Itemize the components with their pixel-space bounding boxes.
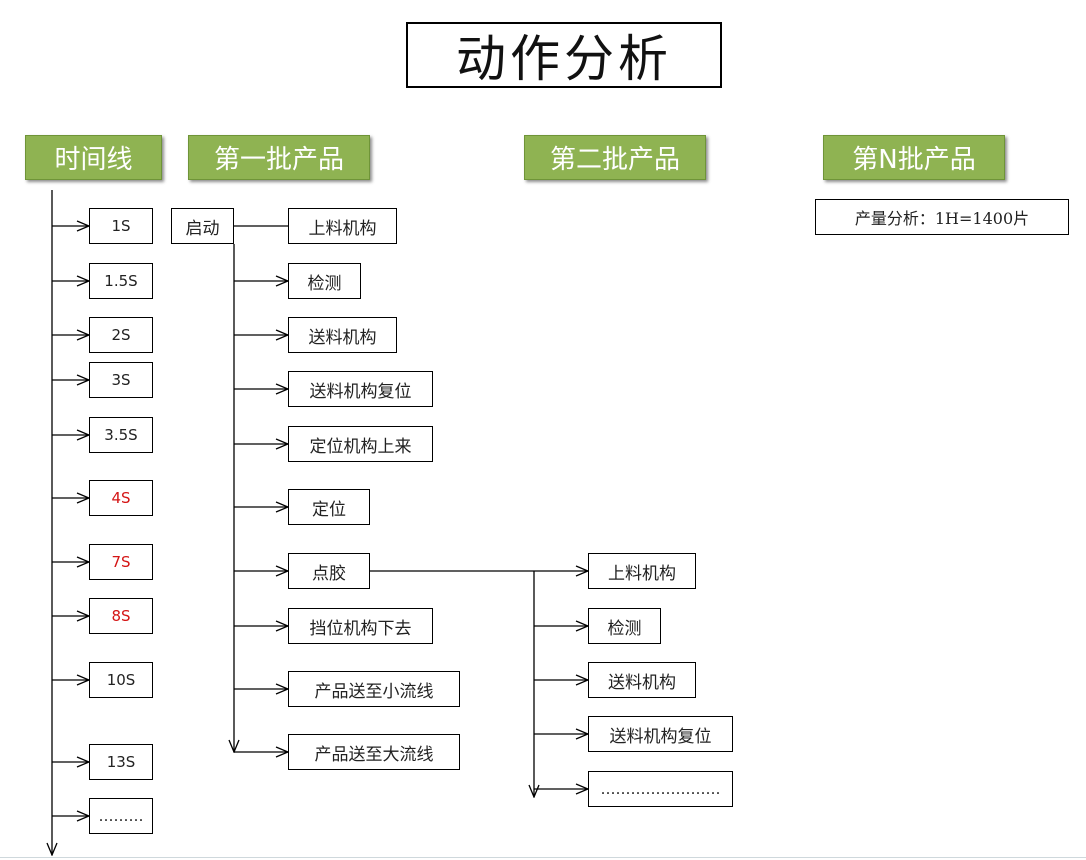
time-box: 2S bbox=[89, 317, 153, 353]
batch2-header: 第二批产品 bbox=[524, 135, 706, 180]
step-box: 点胶 bbox=[288, 553, 370, 589]
step-box: 产品送至小流线 bbox=[288, 671, 460, 707]
step-box: 挡位机构下去 bbox=[288, 608, 433, 644]
time-box: 1S bbox=[89, 208, 153, 244]
step-box: 送料机构复位 bbox=[288, 371, 433, 407]
batch2-step-box: 送料机构复位 bbox=[588, 716, 733, 752]
time-box-highlight: 7S bbox=[89, 544, 153, 580]
batch2-ellipsis-box: …………………… bbox=[588, 771, 733, 807]
time-box: 10S bbox=[89, 662, 153, 698]
batch2-step-box: 检测 bbox=[588, 608, 661, 644]
time-box: 1.5S bbox=[89, 263, 153, 299]
time-box: 13S bbox=[89, 744, 153, 780]
time-box-highlight: 4S bbox=[89, 480, 153, 516]
timeline-header: 时间线 bbox=[25, 135, 162, 180]
step-box: 上料机构 bbox=[288, 208, 397, 244]
time-box: 3.5S bbox=[89, 417, 153, 453]
page-title: 动作分析 bbox=[406, 22, 722, 88]
step-box: 产品送至大流线 bbox=[288, 734, 460, 770]
capacity-analysis-box: 产量分析：1H=1400片 bbox=[815, 199, 1069, 235]
batch2-step-box: 上料机构 bbox=[588, 553, 696, 589]
step-box: 检测 bbox=[288, 263, 361, 299]
time-box-ellipsis: ……… bbox=[89, 798, 153, 834]
bottom-divider bbox=[0, 857, 1086, 858]
start-box: 启动 bbox=[171, 208, 234, 244]
step-box: 定位 bbox=[288, 489, 370, 525]
step-box: 定位机构上来 bbox=[288, 426, 433, 462]
batch1-header: 第一批产品 bbox=[188, 135, 370, 180]
time-box: 3S bbox=[89, 362, 153, 398]
step-box: 送料机构 bbox=[288, 317, 397, 353]
time-box-highlight: 8S bbox=[89, 598, 153, 634]
batchN-header: 第N批产品 bbox=[823, 135, 1005, 180]
batch2-step-box: 送料机构 bbox=[588, 662, 696, 698]
